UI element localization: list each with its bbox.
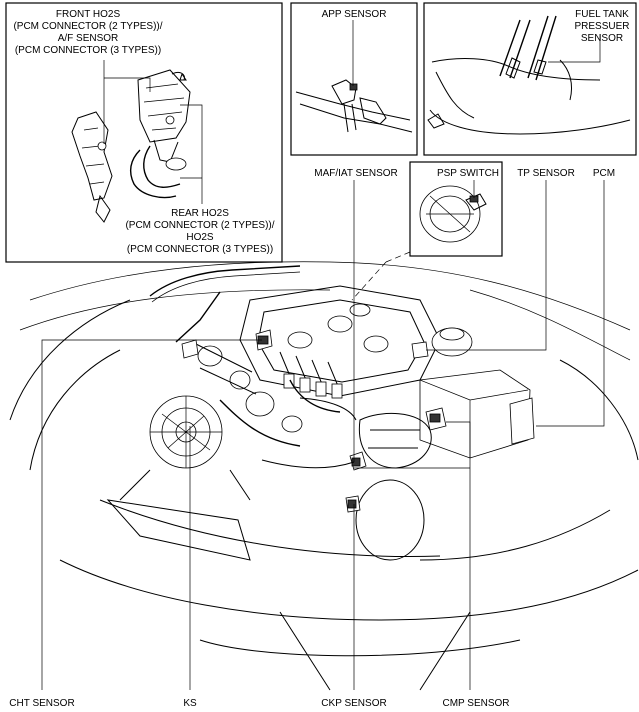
tp-sensor-label: TP SENSOR bbox=[517, 168, 575, 179]
cmp-sensor-label: CMP SENSOR bbox=[442, 698, 509, 709]
rear-ho2s-line-4: (PCM CONNECTOR (3 TYPES)) bbox=[127, 244, 273, 255]
rear-ho2s-line-2: (PCM CONNECTOR (2 TYPES))/ bbox=[125, 220, 274, 231]
inset-app-sensor bbox=[290, 2, 418, 156]
inset-psp-switch bbox=[351, 161, 503, 301]
inset-exhaust-ho2s bbox=[5, 2, 283, 263]
front-ho2s-line-4: (PCM CONNECTOR (3 TYPES)) bbox=[15, 45, 161, 56]
fuel-tank-line-2: PRESSUER bbox=[574, 21, 629, 32]
maf-iat-sensor-label: MAF/IAT SENSOR bbox=[314, 168, 398, 179]
front-ho2s-line-1: FRONT HO2S bbox=[56, 9, 121, 20]
pcm-label: PCM bbox=[593, 168, 615, 179]
rear-ho2s-line-1: REAR HO2S bbox=[171, 208, 229, 219]
app-sensor-label: APP SENSOR bbox=[322, 9, 387, 20]
fuel-tank-line-1: FUEL TANK bbox=[575, 9, 629, 20]
label-rear-ho2s: REAR HO2S (PCM CONNECTOR (2 TYPES))/ HO2… bbox=[125, 208, 274, 255]
fuel-tank-line-3: SENSOR bbox=[581, 33, 623, 44]
front-ho2s-line-3: A/F SENSOR bbox=[58, 33, 119, 44]
ks-label: KS bbox=[183, 698, 197, 709]
cht-sensor-label: CHT SENSOR bbox=[9, 698, 74, 709]
engine-bay-illustration bbox=[9, 261, 639, 691]
psp-switch-label: PSP SWITCH bbox=[437, 168, 499, 179]
inset-fuel-tank bbox=[423, 2, 637, 156]
label-front-ho2s: FRONT HO2S (PCM CONNECTOR (2 TYPES))/ A/… bbox=[13, 9, 162, 56]
leader-lines bbox=[41, 180, 605, 690]
label-fuel-tank-sensor: FUEL TANK PRESSUER SENSOR bbox=[574, 9, 629, 44]
ckp-sensor-label: CKP SENSOR bbox=[321, 698, 386, 709]
rear-ho2s-line-3: HO2S bbox=[186, 232, 214, 243]
front-ho2s-line-2: (PCM CONNECTOR (2 TYPES))/ bbox=[13, 21, 162, 32]
